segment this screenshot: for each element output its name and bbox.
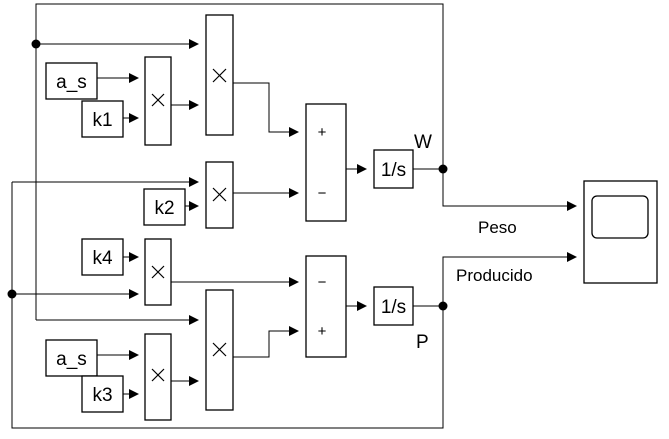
- multiply-icon: [212, 187, 227, 202]
- product-block-1[interactable]: [144, 56, 172, 146]
- constant-label-k4: k4: [92, 248, 113, 269]
- product-block-6[interactable]: [205, 289, 234, 411]
- constant-label-as-top: a_s: [56, 72, 87, 93]
- constant-block-k1[interactable]: k1: [81, 100, 124, 138]
- signal-label-peso: Peso: [478, 218, 517, 237]
- integrator-block-bottom[interactable]: 1/s: [373, 286, 414, 326]
- branch-point-w-output: [438, 164, 448, 174]
- product-block-4[interactable]: [205, 161, 234, 229]
- product-block-5[interactable]: [144, 238, 172, 306]
- branch-point-w-top: [31, 39, 41, 49]
- product-block-3[interactable]: [205, 14, 234, 136]
- sum-top-sign-minus: −: [318, 185, 327, 202]
- constant-block-k2[interactable]: k2: [143, 188, 186, 226]
- constant-block-k4[interactable]: k4: [81, 238, 124, 276]
- wire-peso-to-scope: [442, 169, 577, 211]
- multiply-icon: [151, 265, 165, 279]
- wire-w-feedback-top: [35, 3, 444, 320]
- wire-mult6-to-sum-bottom: [233, 326, 299, 358]
- multiply-icon: [212, 342, 227, 357]
- signal-label-producido: Producido: [456, 266, 533, 285]
- multiply-icon: [151, 93, 165, 107]
- sum-bottom-sign-minus: −: [318, 274, 327, 291]
- branch-point-p-output: [438, 301, 448, 311]
- sum-block-bottom[interactable]: − +: [305, 255, 347, 358]
- wire-producido-to-scope: [442, 252, 577, 306]
- integrator-block-top[interactable]: 1/s: [373, 149, 414, 189]
- branch-point-p-left: [7, 289, 17, 299]
- multiply-icon: [212, 68, 227, 83]
- sum-bottom-sign-plus: +: [318, 323, 327, 340]
- sum-top-sign-plus: +: [318, 124, 327, 141]
- signal-label-p: P: [416, 332, 429, 353]
- integrator-label-top: 1/s: [381, 160, 406, 181]
- constant-block-k3[interactable]: k3: [81, 375, 124, 413]
- constant-label-k1: k1: [92, 110, 112, 131]
- sum-block-top[interactable]: + −: [305, 103, 347, 222]
- multiply-icon: [151, 368, 165, 382]
- constant-block-as-bottom[interactable]: a_s: [45, 339, 98, 377]
- constant-block-as-top[interactable]: a_s: [45, 62, 98, 100]
- constant-label-k3: k3: [92, 385, 112, 406]
- wire-mult3-to-sum-top: [233, 82, 299, 137]
- signal-label-w: W: [414, 132, 432, 153]
- constant-label-k2: k2: [154, 198, 174, 219]
- constant-label-as-bottom: a_s: [56, 349, 87, 370]
- product-block-2[interactable]: [144, 333, 172, 421]
- wire-p-feedback-bottom: [11, 182, 444, 429]
- scope-block[interactable]: [583, 180, 658, 284]
- scope-screen-icon: [591, 195, 649, 239]
- integrator-label-bottom: 1/s: [381, 297, 406, 318]
